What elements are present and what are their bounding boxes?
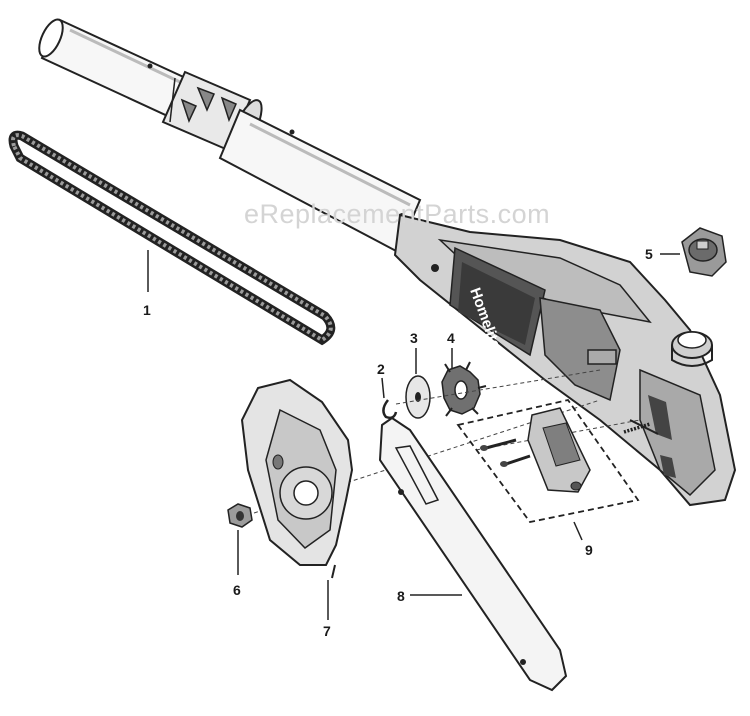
oil-tank-cap xyxy=(671,331,713,367)
adjuster-kit-box xyxy=(456,398,651,523)
callout-8: 8 xyxy=(397,588,405,604)
retaining-ring xyxy=(382,399,398,420)
callout-4: 4 xyxy=(447,330,455,346)
pole-tube-lower xyxy=(218,108,422,254)
leader-line-9 xyxy=(573,521,583,541)
callout-1: 1 xyxy=(143,302,151,318)
leader-line-2 xyxy=(381,377,385,399)
callout-6: 6 xyxy=(233,582,241,598)
chain-tensioner-knob xyxy=(681,227,727,277)
watermark-text: eReplacementParts.com xyxy=(244,199,551,229)
washer xyxy=(405,375,431,419)
guide-bar xyxy=(378,416,568,692)
sprocket-cover xyxy=(240,378,354,579)
callout-9: 9 xyxy=(585,542,593,558)
callout-7: 7 xyxy=(323,623,331,639)
bar-nut xyxy=(227,503,253,528)
saw-chain xyxy=(8,130,336,346)
callout-5: 5 xyxy=(645,246,653,262)
callout-2: 2 xyxy=(377,361,385,377)
drive-sprocket xyxy=(441,361,487,417)
callout-3: 3 xyxy=(410,330,418,346)
motor-housing: Homelite xyxy=(393,213,737,507)
pole-tube-upper xyxy=(38,18,192,120)
